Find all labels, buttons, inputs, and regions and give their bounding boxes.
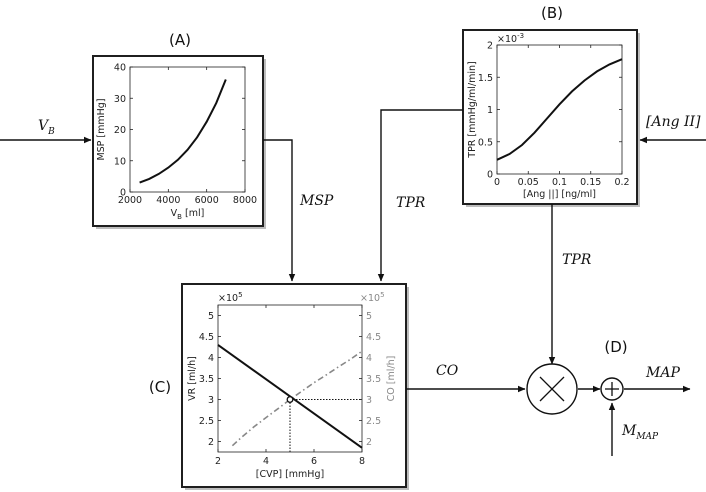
- panel-a-axes: [129, 66, 246, 193]
- panel-a: (A) 2000 4000 6000 8000 0 10 20 30 40 VB [ml] MSP …: [92, 31, 266, 229]
- panel-d-letter: (D): [604, 338, 627, 356]
- panel-c-ytick-label-right: 5: [366, 311, 372, 322]
- panel-c-ytick-label-right: 4.5: [366, 332, 381, 343]
- panel-b-ylabel: TPR [mmHg/ml/min]: [467, 61, 478, 158]
- panel-a-xtick-label: 4000: [156, 195, 180, 206]
- panel-b-xtick-label: 0.15: [580, 177, 601, 188]
- panel-c-ytick-label-left: 3: [208, 395, 214, 406]
- panel-c-co-curve: [231, 350, 363, 447]
- panel-a-plot: 2000 4000 6000 8000 0 10 20 30 40 VB [ml] MSP [mmH…: [96, 63, 257, 222]
- panel-c-xtick-label: 8: [359, 456, 365, 467]
- panel-a-xtick-label: 6000: [195, 195, 219, 206]
- panel-c-equilibrium-point: [286, 396, 294, 403]
- panel-b-tpr-curve: [496, 58, 623, 161]
- panel-b-xlabel: [Ang ||] [ng/ml]: [523, 189, 596, 200]
- panel-c-ytick-label-left: 4: [208, 353, 214, 364]
- signal-labels: VB MSP TPR [Ang II] TPR CO MAP MMAP: [38, 114, 701, 442]
- panel-b-ytick-label: 2: [487, 41, 493, 52]
- multiplier-block: [526, 363, 578, 415]
- panel-b-exponent: ×10-3: [497, 32, 524, 45]
- panel-a-xtick-label: 2000: [118, 195, 142, 206]
- panel-c-xtick-label: 4: [263, 456, 269, 467]
- panel-a-ytick-label: 30: [114, 94, 126, 105]
- panel-a-msp-curve: [139, 79, 227, 184]
- panel-c-ylabel-left: VR [ml/h]: [187, 356, 198, 401]
- panel-b-ytick-label: 1.5: [478, 73, 493, 84]
- wires: [0, 109, 706, 456]
- mmap-label: MMAP: [621, 423, 659, 442]
- map-label: MAP: [645, 365, 680, 381]
- panel-b-xtick-label: 0.2: [614, 177, 629, 188]
- msp-wire: [263, 139, 296, 282]
- panel-c-ytick-label-right: 2.5: [366, 416, 381, 427]
- panel-c-ytick-label-left: 4.5: [199, 332, 214, 343]
- tpr-label-left: TPR: [396, 195, 426, 211]
- panel-a-ytick-label: 10: [114, 156, 126, 167]
- panel-c-ytick-label-left: 2.5: [199, 416, 214, 427]
- panel-b-ytick-label: 0.5: [478, 137, 493, 148]
- panel-b-ytick-label: 0: [487, 170, 493, 181]
- panel-c-ytick-label-right: 3.5: [366, 374, 381, 385]
- panel-b-letter: (B): [541, 4, 563, 22]
- panel-c-xtick-label: 2: [215, 456, 221, 467]
- panel-b-xtick-label: 0.05: [518, 177, 539, 188]
- msp-label: MSP: [299, 193, 334, 209]
- panel-a-letter: (A): [169, 31, 191, 49]
- panel-b-xtick-label: 0: [494, 177, 500, 188]
- panel-b-plot: 0 0.05 0.1 0.15 0.2 0 0.5 1 1.5 2 ×10-3 [Ang ||] [n…: [467, 32, 630, 200]
- panel-a-ytick-label: 0: [120, 188, 126, 199]
- panel-c-exponent-right: ×105: [360, 291, 385, 304]
- tpr-wire-to-c: [377, 109, 463, 282]
- panel-c-ylabel-right: CO [ml/h]: [386, 356, 397, 402]
- panel-c-xtick-label: 6: [311, 456, 317, 467]
- panel-c-letter: (C): [149, 378, 171, 396]
- multiplier-cross-b: [539, 376, 565, 402]
- co-label: CO: [436, 363, 459, 379]
- panel-a-ytick-label: 20: [114, 125, 126, 136]
- tpr-label-right: TPR: [562, 252, 592, 268]
- panel-c-ytick-label-left: 3.5: [199, 374, 214, 385]
- panel-c-ytick-label-right: 2: [366, 437, 372, 448]
- panel-a-xtick-label: 8000: [233, 195, 257, 206]
- panel-c-ytick-label-left: 5: [208, 311, 214, 322]
- panel-b-axes: [496, 44, 623, 175]
- summer-block: [600, 377, 624, 401]
- ang-ii-label: [Ang II]: [646, 114, 701, 130]
- panel-b: (B) 0 0.05 0.1 0.15 0.2 0 0.5 1 1.5 2 ×10-3 [Ang ||…: [462, 4, 640, 207]
- panel-c-ytick-label-right: 4: [366, 353, 372, 364]
- panel-a-ytick-label: 40: [114, 63, 126, 74]
- panel-c-ytick-label-right: 3: [366, 395, 372, 406]
- panel-c-ytick-label-left: 2: [208, 437, 214, 448]
- panel-b-ytick-label: 1: [487, 105, 493, 116]
- vb-label: VB: [38, 118, 55, 137]
- panel-a-xlabel: VB [ml]: [171, 208, 205, 221]
- panel-c-exponent-left: ×105: [218, 291, 243, 304]
- panel-a-ylabel: MSP [mmHg]: [96, 98, 107, 160]
- panel-c-xlabel: [CVP] [mmHg]: [256, 469, 324, 480]
- panel-b-xtick-label: 0.1: [552, 177, 567, 188]
